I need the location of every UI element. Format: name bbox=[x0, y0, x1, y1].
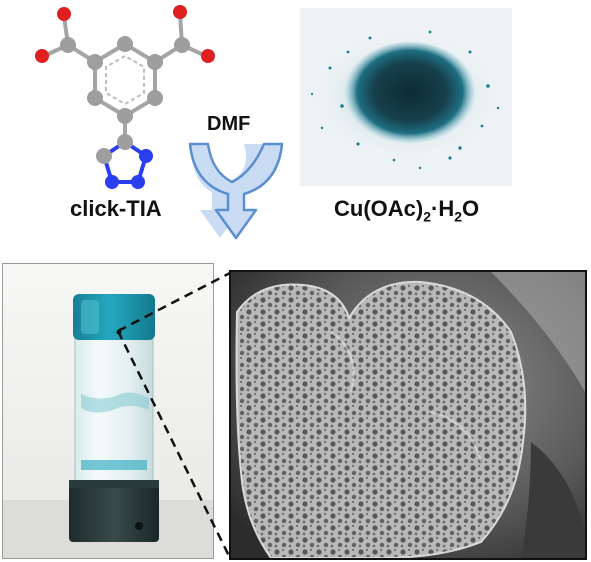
sem-micrograph bbox=[229, 270, 587, 560]
porous-structure bbox=[231, 272, 585, 558]
salt-hydrate: ·H bbox=[431, 196, 455, 221]
salt-oxygen: O bbox=[462, 196, 480, 221]
vial-icon bbox=[3, 264, 213, 558]
nitrogen-atoms bbox=[105, 149, 153, 189]
salt-formula: Cu(OAc) bbox=[334, 196, 424, 221]
merge-arrow-icon bbox=[188, 142, 284, 240]
carbon-atoms bbox=[60, 36, 190, 164]
solvent-label: DMF bbox=[207, 113, 251, 135]
salt-subscript-acetate: 2 bbox=[423, 208, 432, 225]
copper-acetate-powder bbox=[300, 8, 512, 186]
salt-subscript-water: 2 bbox=[454, 208, 463, 225]
oxygen-atoms bbox=[35, 5, 215, 63]
aromatic-ring-dashes bbox=[105, 54, 145, 106]
click-tia-molecule bbox=[35, 5, 215, 189]
copper-acetate-label: Cu(OAc)2·H2O bbox=[334, 196, 479, 224]
powder-specks bbox=[310, 30, 500, 170]
vial-photo bbox=[2, 263, 214, 559]
molecule-label: click-TIA bbox=[70, 196, 162, 221]
